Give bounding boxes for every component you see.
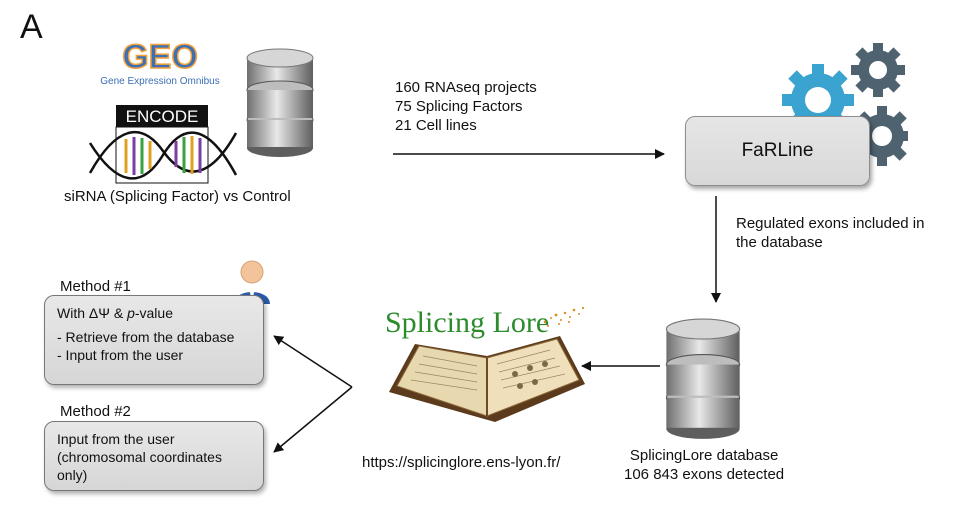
database-caption: SplicingLore database 106 843 exons dete…: [624, 446, 784, 484]
sparkle-icon: [543, 306, 585, 327]
method1-header-italic: p: [127, 305, 135, 321]
database-caption-line-2: 106 843 exons detected: [624, 466, 785, 483]
splicinglore-url[interactable]: https://splicinglore.ens-lyon.fr/: [362, 454, 561, 471]
splicinglore-logo: Splicing Lore: [385, 306, 585, 339]
stat-factors: 75 Splicing Factors: [395, 98, 523, 115]
splicinglore-logo-text: Splicing Lore: [385, 306, 549, 339]
method1-header-prefix: With ΔΨ &: [57, 305, 128, 321]
encode-logo: ENCODE: [88, 105, 238, 184]
method1-item-retrieve: - Retrieve from the database: [57, 329, 235, 345]
method2-title: Method #2: [60, 403, 131, 420]
method2-line-3: only): [57, 467, 88, 483]
database-icon: [665, 318, 741, 439]
method2-box: Input from the user (chromosomal coordin…: [44, 421, 264, 491]
geo-logo-text: GEO: [122, 38, 198, 76]
method2-line-2: (chromosomal coordinates: [57, 449, 222, 465]
regulated-line-2: the database: [736, 234, 823, 251]
arrow-to-method2: [273, 386, 353, 453]
database-caption-line-1: SplicingLore database: [629, 447, 779, 464]
encode-logo-text: ENCODE: [126, 107, 199, 126]
method1-box: With ΔΨ & p-value - Retrieve from the da…: [44, 295, 264, 385]
project-stats: 160 RNAseq projects 75 Splicing Factors …: [395, 78, 537, 135]
geo-subtitle: Gene Expression Omnibus: [100, 76, 220, 87]
panel-letter: A: [20, 8, 43, 46]
arrow-to-method1: [273, 335, 353, 388]
stat-cell-lines: 21 Cell lines: [395, 117, 477, 134]
method1-header-suffix: -value: [134, 305, 173, 321]
method1-item-input: - Input from the user: [57, 347, 184, 363]
farline-box: FaRLine: [685, 116, 870, 186]
database-icon: [246, 48, 314, 157]
geo-logo: GEO Gene Expression Omnibus: [100, 37, 220, 87]
gear-icon: [852, 106, 908, 166]
method2-line-1: Input from the user: [57, 431, 175, 447]
dna-helix-icon: [88, 130, 238, 180]
method1-title: Method #1: [60, 278, 131, 295]
open-book-icon: [389, 336, 585, 422]
source-caption: siRNA (Splicing Factor) vs Control: [64, 188, 291, 205]
stat-projects: 160 RNAseq projects: [395, 79, 537, 96]
regulated-exons-text: Regulated exons included in the database: [736, 214, 924, 252]
method1-header: With ΔΨ & p-value: [57, 304, 251, 322]
gear-icon: [851, 43, 905, 97]
regulated-line-1: Regulated exons included in: [736, 215, 925, 232]
